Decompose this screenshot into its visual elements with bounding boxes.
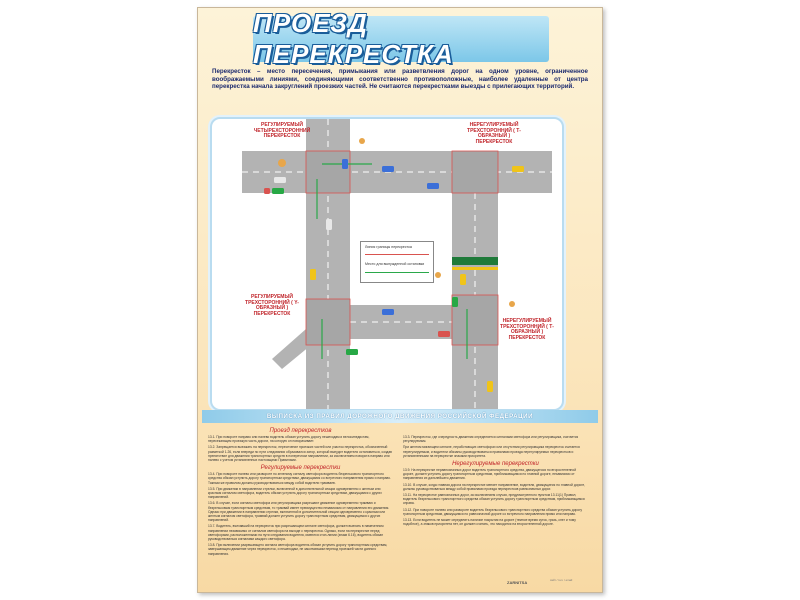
rule-13-8: 13.8. При включении разрешающего сигнала… bbox=[208, 543, 388, 556]
road-y-branch bbox=[272, 329, 316, 369]
car bbox=[452, 297, 458, 307]
label-unregulated-t: НЕРЕГУЛИРУЕМЫЙ ТРЕХСТОРОННИЙ ( Т-ОБРАЗНЫ… bbox=[467, 122, 521, 145]
rule-13-2: 13.2. Запрещается выезжать на перекресто… bbox=[208, 445, 392, 463]
rule-13-1: 13.1. При повороте направо или налево во… bbox=[208, 435, 370, 444]
legend-line2: Место для вынужденной остановки bbox=[365, 262, 425, 266]
heading-regulated: Регулируемые перекрестки bbox=[260, 465, 341, 472]
rule-13-9: 13.9. На перекрестке неравнозначных доро… bbox=[403, 468, 577, 481]
car bbox=[427, 183, 439, 189]
car bbox=[460, 274, 466, 285]
rule-13-3b: При желтом мигающем сигнале, неработающи… bbox=[403, 445, 580, 458]
heading-crossing: Проезд перекрестков bbox=[269, 428, 332, 434]
car bbox=[346, 349, 358, 355]
rules-right-col: 13.3. Перекресток, где очередность движе… bbox=[403, 427, 588, 528]
legend-line1-swatch bbox=[365, 254, 429, 255]
rule-13-4: 13.4. При повороте налево или развороте … bbox=[208, 472, 391, 485]
title-banner: ПРОЕЗД ПЕРЕКРЕСТКА bbox=[253, 8, 549, 69]
car bbox=[264, 188, 270, 194]
car bbox=[512, 166, 524, 172]
rule-13-6: 13.6. В случае, если сигналы светофора и… bbox=[208, 501, 390, 523]
brand-contacts: сайт / тел. / email bbox=[550, 578, 573, 582]
legend: Линия границы перекрестка Место для выну… bbox=[360, 241, 434, 283]
rule-13-5: 13.5. При движении в направлении стрелки… bbox=[208, 486, 382, 500]
legend-line2-swatch bbox=[365, 272, 429, 273]
car bbox=[382, 166, 394, 172]
legend-line1: Линия границы перекрестка bbox=[365, 245, 412, 249]
car bbox=[382, 309, 394, 315]
car bbox=[272, 188, 284, 194]
rules-left-col: Проезд перекрестков 13.1. При повороте н… bbox=[208, 427, 393, 558]
poster: ПРОЕЗД ПЕРЕКРЕСТКА Перекресток – место п… bbox=[197, 7, 603, 593]
label-regulated-four: РЕГУЛИРУЕМЫЙ ЧЕТЫРЕХСТОРОННИЙ ПЕРЕКРЕСТО… bbox=[253, 122, 311, 140]
car bbox=[310, 269, 316, 280]
car bbox=[342, 159, 348, 169]
intro-text: Перекресток – место пересечения, примыка… bbox=[212, 68, 588, 91]
rule-13-11: 13.11. На перекрестке равнозначных дорог… bbox=[403, 493, 585, 506]
car bbox=[487, 381, 493, 392]
rule-13-10: 13.10. В случае, когда главная дорога на… bbox=[403, 482, 586, 491]
heading-unregulated: Нерегулируемые перекрестки bbox=[452, 461, 539, 468]
car bbox=[438, 331, 450, 337]
rule-13-12: 13.12. При повороте налево или развороте… bbox=[403, 507, 583, 516]
poster-title: ПРОЕЗД ПЕРЕКРЕСТКА bbox=[253, 8, 454, 69]
rule-13-13: 13.13. Если водитель не может определить… bbox=[403, 518, 576, 527]
label-unregulated-t2: НЕРЕГУЛИРУЕМЫЙ ТРЕХСТОРОННИЙ ( Т-ОБРАЗНЫ… bbox=[500, 318, 554, 341]
roads-svg bbox=[242, 119, 552, 409]
brand-logo: ZARNITSA bbox=[507, 580, 528, 585]
car bbox=[274, 177, 286, 183]
intersection-diagram: РЕГУЛИРУЕМЫЙ ЧЕТЫРЕХСТОРОННИЙ ПЕРЕКРЕСТО… bbox=[210, 117, 564, 411]
car bbox=[326, 219, 332, 230]
rule-13-3: 13.3. Перекресток, где очередность движе… bbox=[403, 435, 579, 444]
rule-13-7: 13.7. Водитель, въехавший на перекресток… bbox=[208, 524, 384, 542]
rules-band: ВЫПИСКА ИЗ ПРАВИЛ ДОРОЖНОГО ДВИЖЕНИЯ РОС… bbox=[202, 410, 598, 423]
green-sign bbox=[452, 257, 498, 265]
label-regulated-y: РЕГУЛИРУЕМЫЙ ТРЕХСТОРОННИЙ ( Y-ОБРАЗНЫЙ … bbox=[245, 294, 299, 317]
